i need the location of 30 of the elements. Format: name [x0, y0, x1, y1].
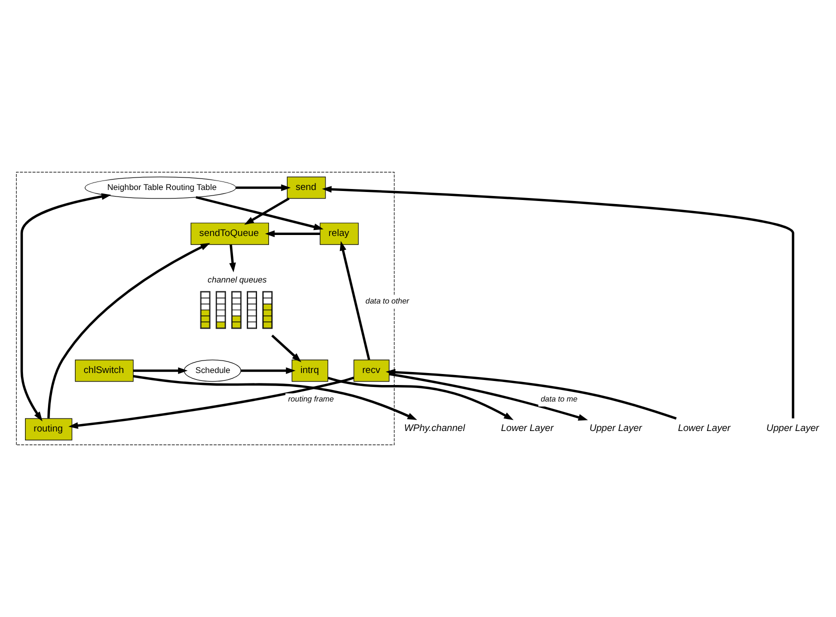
node-box: intrq	[292, 360, 328, 382]
node-box: routing	[25, 418, 72, 440]
arrow	[386, 368, 677, 420]
arrow	[340, 241, 370, 360]
node-ellipse: Schedule	[184, 360, 242, 382]
arrow	[20, 193, 112, 422]
arrow	[236, 184, 291, 192]
arrow	[241, 367, 296, 374]
arrow	[265, 230, 320, 238]
node-box: relay	[320, 222, 359, 245]
arrow	[229, 244, 236, 272]
arrow	[322, 186, 794, 418]
node-text: Lower Layer	[500, 422, 554, 434]
arrow	[328, 376, 514, 420]
node-text: Upper Layer	[766, 422, 819, 434]
arrow	[133, 367, 188, 374]
arrow	[68, 376, 354, 429]
arrow	[271, 334, 302, 362]
arrow	[388, 372, 588, 421]
node-text: WPhy.channel	[404, 422, 465, 434]
arrow	[244, 197, 290, 225]
node-text: Upper Layer	[589, 422, 642, 434]
arrow	[133, 375, 418, 420]
arrow	[196, 196, 324, 230]
node-text: Lower Layer	[678, 422, 730, 434]
node-box: recv	[354, 360, 390, 382]
node-box: sendToQueue	[190, 222, 269, 245]
node-box: chlSwitch	[74, 360, 134, 382]
node-label: channel queues	[208, 274, 267, 285]
node-box: send	[286, 176, 326, 199]
